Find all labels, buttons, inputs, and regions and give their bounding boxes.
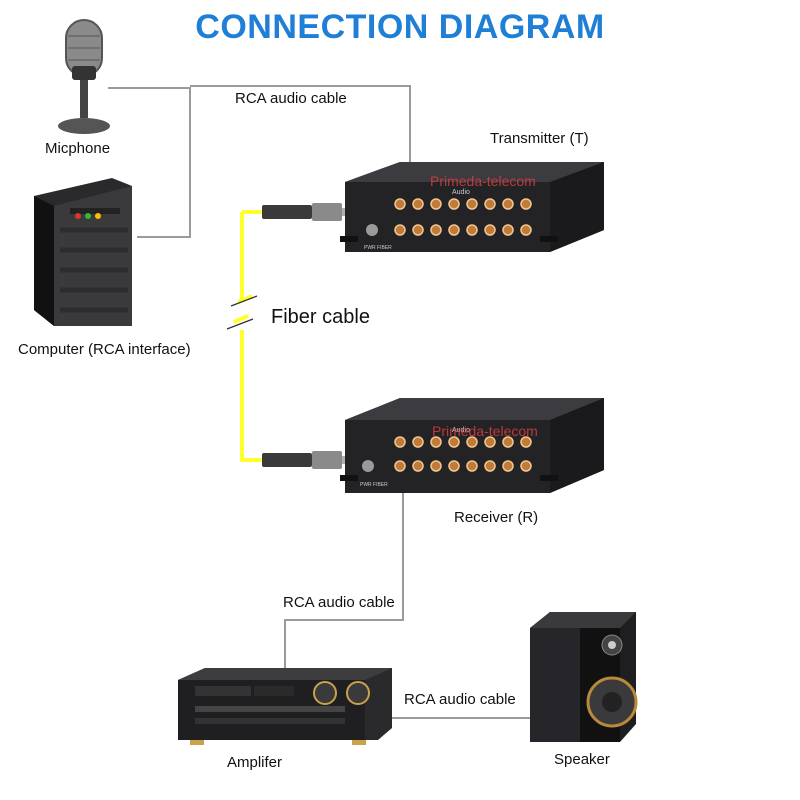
receiver-device: Audio PWR FIBER Primeda-telecom (340, 398, 604, 493)
rca-cable-bottom-label: RCA audio cable (283, 594, 395, 611)
fiber-cable-label: Fiber cable (271, 306, 370, 328)
computer-label: Computer (RCA interface) (18, 341, 191, 358)
fiber-connector-top (262, 203, 352, 221)
diagram-title: CONNECTION DIAGRAM (195, 8, 605, 46)
speaker-label: Speaker (554, 751, 610, 768)
transmitter-port-label: PWR FIBER (364, 245, 392, 251)
amplifier-label: Amplifer (227, 754, 283, 771)
computer-icon (34, 178, 132, 326)
fiber-cable (226, 210, 280, 462)
transmitter-audio-label: Audio (452, 189, 470, 196)
rca-cable-top-label: RCA audio cable (235, 90, 347, 107)
receiver-audio-label: Audio (452, 427, 470, 434)
transmitter-device: Audio PWR FIBER Primeda-telecom (340, 162, 604, 252)
rca-cable-speaker-label: RCA audio cable (404, 691, 516, 708)
receiver-rca-ports (394, 436, 532, 472)
receiver-watermark: Primeda-telecom (432, 423, 538, 439)
receiver-label: Receiver (R) (454, 509, 539, 526)
fiber-connector-bottom (262, 451, 352, 469)
amplifier-icon (178, 668, 392, 745)
microphone-icon (58, 19, 110, 134)
transmitter-label: Transmitter (T) (490, 130, 589, 147)
receiver-port-label: PWR FIBER (360, 482, 388, 488)
microphone-label: Micphone (45, 140, 111, 157)
rca-cable-bottom (284, 478, 530, 719)
transmitter-rca-ports (394, 198, 532, 236)
rca-cable-top (108, 85, 411, 238)
transmitter-watermark: Primeda-telecom (430, 173, 536, 189)
speaker-icon (530, 612, 638, 742)
